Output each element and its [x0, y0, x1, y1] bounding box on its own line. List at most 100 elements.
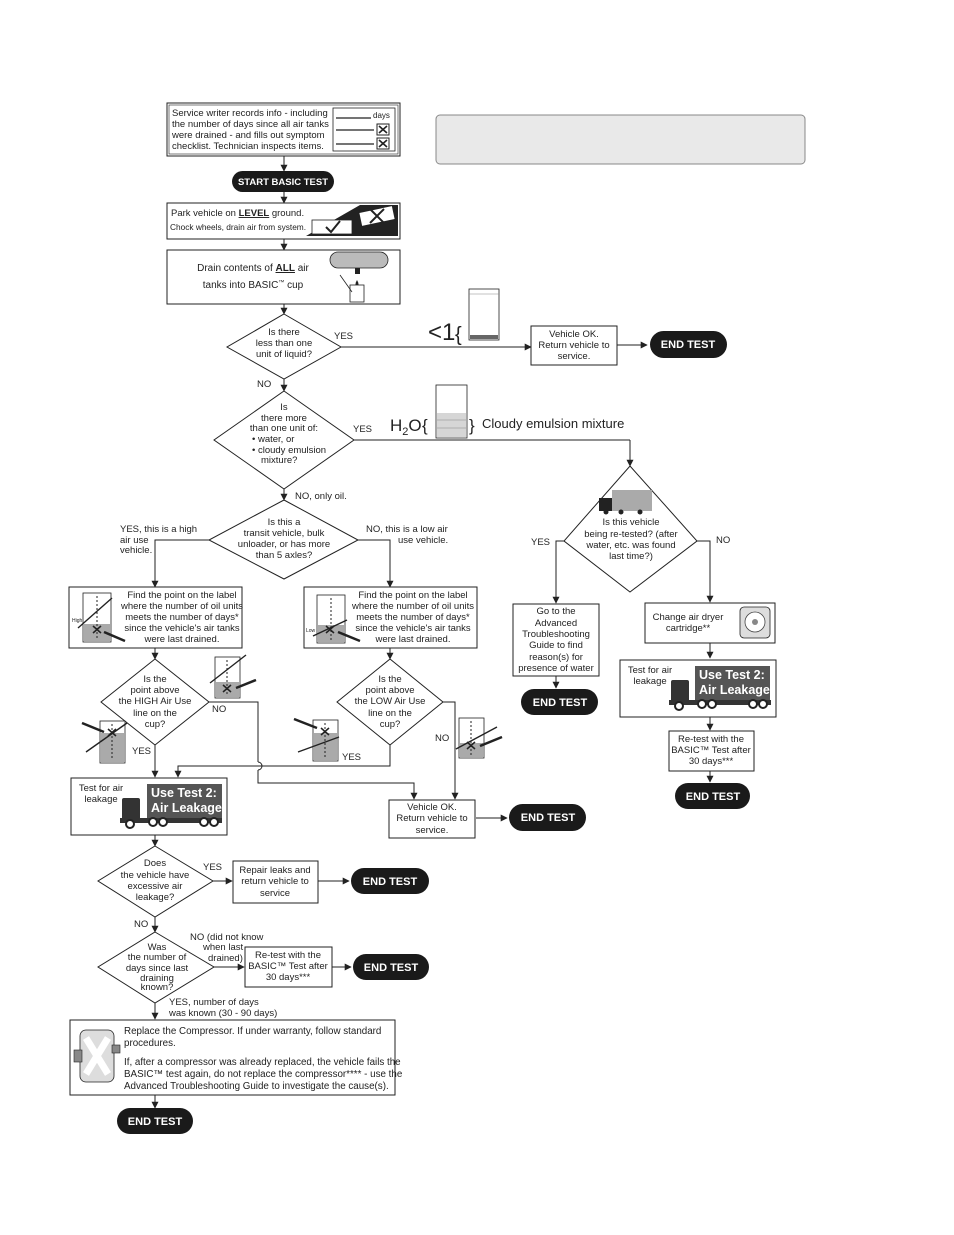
cup-high-below-icon: [81, 720, 128, 764]
q2-yes-label: YES: [353, 424, 372, 435]
intro-line: Service writer records info - including: [172, 108, 328, 119]
q2-no-label: NO, only oil.: [295, 491, 347, 502]
q-days-line: known?: [141, 982, 174, 993]
retest-right-line: 30 days***: [689, 756, 734, 767]
replace-line: Replace the Compressor. If under warrant…: [124, 1026, 381, 1037]
start-basic-test-pill: [232, 171, 334, 192]
cup-high-above-icon: [209, 654, 257, 699]
q3-yes-label: YES, this is a high: [120, 524, 197, 535]
h2o-o: O: [408, 416, 421, 435]
q3-line: unloader, or has more: [238, 539, 330, 550]
retest-left-line: Re-test with the: [255, 950, 321, 961]
banner-line: Air Leakage: [151, 801, 222, 815]
find-low-line: meets the number of days*: [356, 612, 470, 623]
q-excess-line: Does: [144, 858, 166, 869]
q-days-yes-label: was known (30 - 90 days): [168, 1008, 277, 1019]
air-tank-drain-icon: [329, 251, 389, 303]
park-vehicle-box: Park vehicle on LEVEL ground. Chock whee…: [166, 202, 401, 240]
high-tag: High: [72, 618, 83, 624]
q-excess-line: excessive air: [128, 881, 183, 892]
find-low-line: were last drained.: [375, 634, 451, 645]
advanced-troubleshooting-box: [512, 603, 600, 677]
q-days-line: draining: [140, 973, 174, 984]
q1-line: Is there: [268, 327, 300, 338]
end-test-pill: [675, 783, 750, 809]
replace-line: BASIC™ test again, do not replace the co…: [124, 1069, 403, 1080]
q-days-yes-label: YES, number of days: [169, 997, 259, 1008]
q1-no-label: NO: [257, 379, 271, 390]
q-low-line: the LOW Air Use: [355, 696, 426, 707]
q-above-high-line-diamond: [100, 658, 210, 746]
replace-line: procedures.: [124, 1038, 176, 1049]
drain-line2: tanks into BASIC™ cup: [203, 279, 304, 291]
ok2-line: Vehicle OK.: [407, 802, 457, 813]
q-retest-no-label: NO: [716, 535, 730, 546]
find-point-low-box: Find the point on the label where the nu…: [303, 586, 478, 649]
dryer-line: cartridge**: [666, 623, 711, 634]
q2-line: • water, or: [252, 434, 294, 445]
drain-pre: Drain contents of: [197, 263, 275, 274]
connectors: [151, 156, 714, 1109]
find-high-line: were last drained.: [144, 634, 220, 645]
ok2-line: service.: [416, 825, 449, 836]
end-test-pill: [351, 868, 429, 894]
q1-line: less than one: [256, 338, 313, 349]
park-line2: Chock wheels, drain air from system.: [170, 222, 306, 232]
q-excess-no-label: NO: [134, 919, 148, 930]
adv-line: Advanced: [535, 618, 577, 629]
q-high-no-label: NO: [212, 704, 226, 715]
q-low-line: cup?: [380, 719, 401, 730]
drain-line1: Drain contents of ALL air: [197, 263, 309, 274]
q-excess-line: the vehicle have: [121, 870, 190, 881]
q2-line: Is: [280, 402, 288, 413]
q-low-line: point above: [365, 685, 414, 696]
test-air-leakage-right-box: Test for air leakage Use Test 2: Air Lea…: [619, 659, 777, 718]
q2-line: mixture?: [261, 455, 297, 466]
q-low-no-label: NO: [435, 733, 449, 744]
q3-line: than 5 axles?: [256, 550, 313, 561]
use-test-2-banner: [695, 666, 770, 700]
drain-post: air: [295, 263, 310, 274]
adv-line: Guide to find: [529, 640, 583, 651]
q3-no-label: NO, this is a low air: [366, 524, 448, 535]
q1-yes-label: YES: [334, 331, 353, 342]
q-days-no-label: NO (did not know: [190, 932, 264, 943]
park-level: LEVEL: [239, 208, 270, 219]
q-excess-yes-label: YES: [203, 862, 222, 873]
adv-line: reason(s) for: [529, 652, 583, 663]
q-high-line: point above: [130, 685, 179, 696]
cup-label-low-icon: Low: [306, 594, 361, 644]
park-post: ground.: [269, 208, 304, 219]
find-low-line: where the number of oil units: [351, 601, 474, 612]
ok1-line: Return vehicle to: [538, 340, 609, 351]
drain-all: ALL: [276, 263, 295, 274]
h2o-legend: H2O { } Cloudy emulsion mixture: [390, 384, 624, 439]
find-high-line: meets the number of days*: [125, 612, 239, 623]
emulsion-fill: [437, 413, 466, 437]
q-high-yes-label: YES: [132, 746, 151, 757]
adv-line: presence of water: [518, 663, 594, 674]
h2o-text: H2O: [390, 416, 422, 438]
q2-line: than one unit of:: [250, 423, 318, 434]
retest-right-line: Re-test with the: [678, 734, 744, 745]
end-test-label: END TEST: [661, 339, 716, 351]
q-high-line: cup?: [145, 719, 166, 730]
truck-icon: [599, 490, 652, 515]
q3-line: Is this a: [268, 517, 301, 528]
drain-line2-end: cup: [284, 280, 303, 291]
park-line1: Park vehicle on LEVEL ground.: [171, 208, 304, 219]
repair-line: return vehicle to: [241, 876, 309, 887]
use-test-2-banner: [147, 784, 222, 818]
cup-label-high-icon: High: [72, 592, 126, 643]
q-retest-line: Is this vehicle: [602, 517, 659, 528]
find-high-line: where the number of oil units: [120, 601, 243, 612]
adv-line: Troubleshooting: [522, 629, 590, 640]
find-low-line: Find the point on the label: [358, 590, 467, 601]
q-retest-line: being re-tested? (after: [584, 529, 677, 540]
replace-line: Advanced Troubleshooting Guide to invest…: [124, 1081, 389, 1092]
h2o-sub: 2: [402, 426, 408, 438]
q-days-known-diamond: [97, 931, 215, 1004]
intro-line: the number of days since all air tanks: [172, 119, 329, 130]
end-test-pill: [509, 804, 586, 831]
